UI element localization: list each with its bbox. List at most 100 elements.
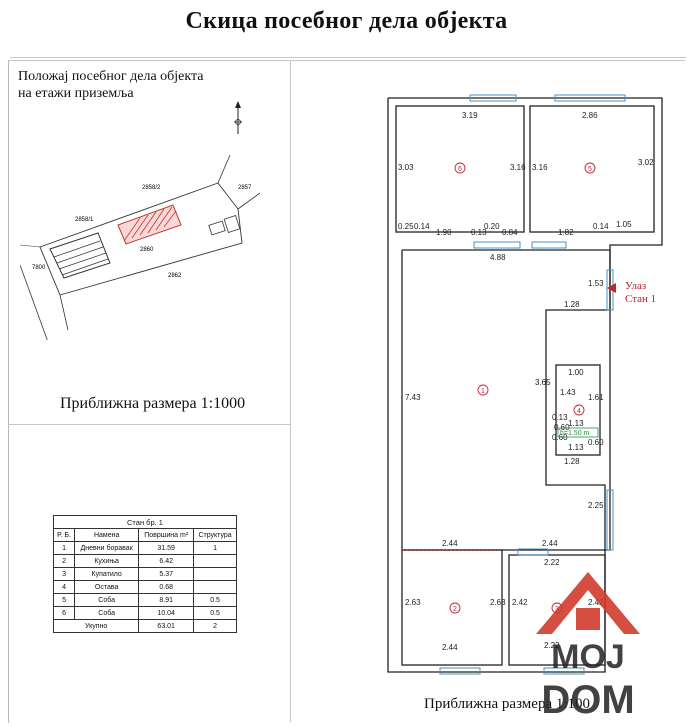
north-arrow-icon (234, 101, 242, 134)
page-title: Скица посебног дела објекта (185, 8, 508, 34)
dimension-label: 0.84 (502, 228, 518, 237)
dimension-label: 0.14 (414, 222, 430, 231)
table-cell: 1 (193, 541, 237, 555)
table-cell: 4 (52, 580, 76, 594)
entry-line1: Улаз (625, 280, 647, 292)
table-row: 4 Остава 0.68 (52, 580, 237, 594)
dimension-label: 0.14 (593, 222, 609, 231)
dimension-label: 1.61 (588, 393, 604, 402)
dimension-label: 1.43 (560, 388, 576, 397)
height-note: h=1.50 m (560, 430, 590, 437)
table-cell: 5.37 (138, 567, 195, 581)
table-cell (193, 580, 237, 594)
dimension-label: 7.43 (405, 393, 421, 402)
table-cell: 1 (52, 541, 76, 555)
dimension-label: 3.65 (535, 378, 551, 387)
entry-label: Улаз Стан 1 (625, 280, 656, 306)
parcel-label: 2860 (140, 247, 154, 253)
dimension-label: 1.13 (568, 419, 584, 428)
dimension-label: 1.82 (558, 228, 574, 237)
dimension-label: 4.88 (490, 253, 506, 262)
dimension-label: 1.13 (568, 443, 584, 452)
dimension-label: 3.19 (462, 111, 478, 120)
dimension-label: 1.00 (568, 368, 584, 377)
parcel-label: 2858/1 (75, 217, 94, 223)
room-number: 6 (458, 166, 462, 173)
table-cell: Кухиња (74, 554, 140, 568)
table-row: 2 Кухиња 6.42 (52, 554, 237, 568)
dimension-label: 0.13 (552, 413, 568, 422)
entry-arrow-icon (607, 283, 616, 293)
dimension-label: 2.86 (582, 111, 598, 120)
dimension-label: 2.42 (588, 598, 604, 607)
dimension-label: 3.03 (398, 163, 414, 172)
dimension-label: 2.44 (542, 539, 558, 548)
table-header: Структура (193, 528, 237, 542)
dimension-label: 1.28 (564, 457, 580, 466)
location-title-line2: на етажи приземља (18, 86, 134, 101)
parcel-label: 7800 (32, 265, 46, 271)
logo-text-line2: DOM (541, 678, 634, 718)
table-cell: 6.42 (138, 554, 195, 568)
table-row: 5 Соба 8.91 0.5 (52, 593, 237, 607)
dimension-label: 2.42 (512, 598, 528, 607)
table-cell: 0.5 (193, 593, 237, 607)
title-divider (10, 57, 686, 58)
table-cell: 6 (52, 606, 76, 620)
room-number: 5 (588, 166, 592, 173)
table-caption: Стан бр. 1 (53, 515, 237, 529)
site-plan: 2858/2 2857 2858/1 2860 7800 2862 (20, 154, 260, 340)
dimension-label: 3.02 (638, 158, 654, 167)
dimension-label: 1.90 (436, 228, 452, 237)
table-total-row: Укупно 63.01 2 (52, 619, 237, 633)
location-title-line1: Положај посебног дела објекта (18, 69, 204, 84)
table-row: 6 Соба 10.04 0.5 (52, 606, 237, 620)
table-cell (193, 554, 237, 568)
table-cell: Дневни боравак (74, 541, 140, 555)
table-row: 3 Купатило 5.37 (52, 567, 237, 581)
entry-line2: Стан 1 (625, 293, 657, 305)
parcel-label: 2858/2 (142, 185, 161, 191)
dimension-label: 1.53 (588, 279, 604, 288)
dimension-label: 3.16 (510, 163, 526, 172)
dimension-label: 1.28 (564, 300, 580, 309)
room-number: 1 (481, 388, 485, 395)
dimension-label: 0.60 (552, 433, 568, 442)
table-cell: Укупно (52, 619, 140, 633)
room-number: 2 (453, 606, 457, 613)
dimension-label: 0.60 (588, 438, 604, 447)
location-scale: Приближна размера 1:1000 (60, 395, 246, 412)
plan-scale: Приближна размера 1:100 (424, 696, 591, 712)
table-cell: 0.5 (193, 606, 237, 620)
mojdom-logo-icon: MOJ DOM (536, 572, 640, 718)
location-title: Положај посебног дела објекта на етажи п… (18, 68, 204, 102)
dimension-label: 2.63 (405, 598, 421, 607)
dimension-label: 0.25 (398, 222, 414, 231)
dimension-label: 0.20 (484, 222, 500, 231)
room-number: 4 (577, 408, 581, 415)
dimension-label: 0.60 (554, 423, 570, 432)
table-cell: 2 (193, 619, 237, 633)
table-cell: 5 (52, 593, 76, 607)
dimension-label: 2.22 (544, 558, 560, 567)
dimension-label: 3.16 (532, 163, 548, 172)
sheet-frame (8, 60, 685, 723)
horizontal-divider (8, 424, 290, 425)
dimension-label: 2.25 (588, 501, 604, 510)
table-row: 1 Дневни боравак 31.59 1 (52, 541, 237, 555)
parcel-label: 2857 (238, 185, 252, 191)
table-header: Површина m² (138, 528, 195, 542)
table-cell: 0.68 (138, 580, 195, 594)
table-cell: Остава (74, 580, 140, 594)
table-cell: 63.01 (138, 619, 195, 633)
rooms-table: Стан бр. 1 Р. Б. Намена Површина m² Стру… (52, 515, 237, 633)
dimension-label: 2.44 (442, 643, 458, 652)
dimension-label: 2.44 (442, 539, 458, 548)
table-header: Намена (74, 528, 140, 542)
logo-text-line1: MOJ (551, 638, 625, 676)
table-cell (193, 567, 237, 581)
floor-plan: 3.19 2.86 3.03 3.16 3.16 3.02 0.25 0.14 … (387, 94, 663, 675)
table-cell: 10.04 (138, 606, 195, 620)
dimension-label: 1.05 (616, 220, 632, 229)
parcel-label: 2862 (168, 273, 182, 279)
